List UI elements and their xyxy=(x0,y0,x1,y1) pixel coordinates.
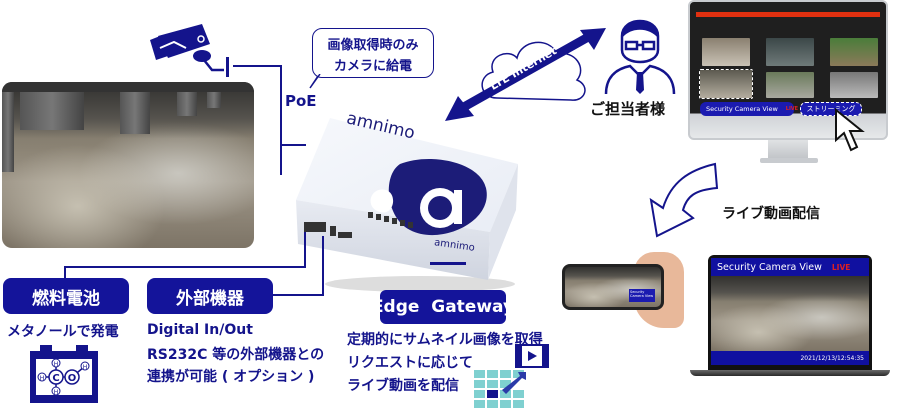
cursor-pointer-icon xyxy=(834,107,868,154)
monitor-live-badge: LIVE xyxy=(785,106,799,112)
poe-line-h xyxy=(233,65,281,67)
lte-arrow xyxy=(440,24,610,124)
person-label: ご担当者様 xyxy=(590,100,666,118)
camera-thumbnail-selected[interactable] xyxy=(699,69,753,99)
speech-bubble: 画像取得時のみ カメラに給電 xyxy=(312,28,434,78)
poe-label: PoE xyxy=(285,92,317,110)
atom-o: O xyxy=(68,373,77,384)
smartphone: Security Camera View xyxy=(562,264,664,310)
laptop-video xyxy=(711,276,869,351)
speech-line-1: 画像取得時のみ xyxy=(327,38,419,53)
camera-thumbnail[interactable] xyxy=(830,72,878,98)
gateway-line-1: 定期的にサムネイル画像を取得 xyxy=(347,332,543,348)
edge-gateway-device xyxy=(290,112,530,292)
atom-h: H xyxy=(54,389,59,396)
external-label-box: 外部機器 xyxy=(147,278,273,314)
streaming-button[interactable]: ストリーミング xyxy=(800,102,862,116)
camera-thumbnail[interactable] xyxy=(766,72,814,98)
phone-overlay-line-1: Security xyxy=(630,290,645,294)
monitor-base xyxy=(760,158,818,163)
river-photo xyxy=(2,82,254,248)
monitor-red-bar xyxy=(696,12,880,17)
monitor-stand xyxy=(768,140,808,160)
phone-overlay-line-2: Camera View xyxy=(630,294,654,298)
external-line-v xyxy=(322,236,324,296)
gateway-line-2: リクエストに応じて xyxy=(347,355,473,371)
phone-screen: Security Camera View xyxy=(565,267,661,307)
fuel-cell-line-v2 xyxy=(304,232,306,268)
external-line-h xyxy=(272,294,324,296)
thumbnail-grid-icon xyxy=(474,370,526,408)
external-line-1: Digital In/Out xyxy=(147,322,253,338)
camera-thumbnail[interactable] xyxy=(702,38,750,66)
monitor-view-bar: Security Camera View LIVE xyxy=(700,102,798,116)
bridge-pillar xyxy=(2,82,14,172)
methanol-battery-icon: H H H C O H xyxy=(30,345,100,405)
video-play-icon xyxy=(515,344,549,368)
fuel-cell-title: 燃料電池 xyxy=(32,288,100,309)
poe-line-v xyxy=(280,65,282,175)
laptop-base xyxy=(690,370,890,376)
atom-h: H xyxy=(54,361,59,368)
fuel-cell-line-v xyxy=(64,266,66,280)
fuel-cell-line-h xyxy=(64,266,305,268)
desktop-monitor: Security Camera View LIVE ストリーミング xyxy=(688,0,888,140)
streaming-button-label: ストリーミング xyxy=(806,105,856,113)
atom-c: C xyxy=(52,373,59,384)
laptop-title: Security Camera View xyxy=(717,261,822,273)
speech-bubble-tail xyxy=(306,73,326,90)
external-line-3: 連携が可能 ( オプション ) xyxy=(147,369,315,385)
camera-connector xyxy=(226,57,229,77)
laptop-timestamp: 2021/12/13/12:54:35 xyxy=(800,354,864,362)
laptop-title-bar: Security Camera View LIVE xyxy=(711,258,869,276)
external-title: 外部機器 xyxy=(176,288,244,309)
monitor-view-title: Security Camera View xyxy=(706,105,778,113)
laptop-live-badge: LIVE xyxy=(831,262,851,272)
person-with-glasses-icon xyxy=(600,10,680,95)
fuel-cell-desc: メタノールで発電 xyxy=(7,324,119,340)
laptop: Security Camera View LIVE 2021/12/13/12:… xyxy=(708,255,872,371)
external-line-2: RS232C 等の外部機器との xyxy=(147,347,325,363)
gateway-label-box: Edge Gateway xyxy=(372,290,514,324)
gateway-line-3: ライブ動画を配信 xyxy=(347,378,459,394)
atom-h: H xyxy=(83,364,88,371)
gateway-title: Edge Gateway xyxy=(371,297,515,317)
delivery-arrow-icon xyxy=(645,158,735,238)
speech-line-2: カメラに給電 xyxy=(333,59,412,74)
delivery-label: ライブ動画配信 xyxy=(722,206,820,222)
fuel-cell-label-box: 燃料電池 xyxy=(3,278,129,314)
security-camera-icon xyxy=(140,22,230,82)
camera-thumbnail[interactable] xyxy=(766,38,814,66)
atom-h: H xyxy=(40,375,45,382)
phone-overlay: Security Camera View xyxy=(629,289,655,302)
laptop-status-bar: 2021/12/13/12:54:35 xyxy=(711,351,869,365)
bridge-deck xyxy=(2,82,254,92)
camera-thumbnail[interactable] xyxy=(830,38,878,66)
poe-line-h2 xyxy=(280,144,306,146)
